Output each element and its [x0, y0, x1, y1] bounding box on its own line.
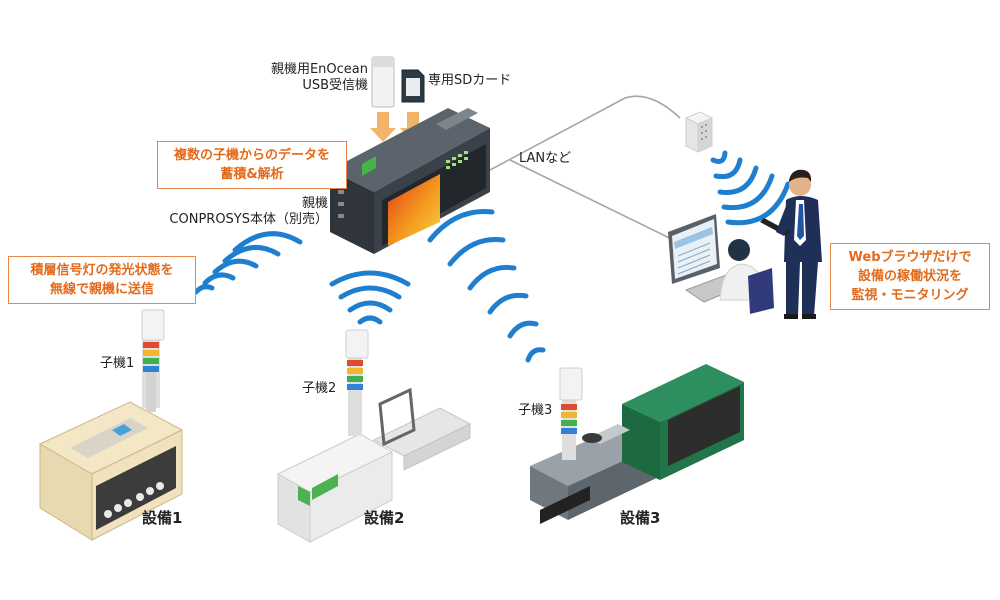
manager-with-tablet-icon [760, 169, 822, 319]
callout-transmit-line2: 無線で親機に送信 [49, 282, 154, 297]
callout-transmit-line1: 積層信号灯の発光状態を [30, 263, 174, 278]
equipment-3-label: 設備3 [620, 509, 661, 527]
signal-tower-child-3 [559, 367, 583, 460]
signal-tower-child-2 [345, 329, 369, 436]
equipment-1-icon [38, 401, 184, 541]
child-2-label: 子機2 [302, 381, 337, 396]
usb-receiver [371, 56, 395, 108]
master-label: 親機 CONPROSYS本体（別売） [169, 196, 328, 228]
child-1-label: 子機1 [100, 356, 135, 371]
callout-monitor-line3: 監視・モニタリング [851, 288, 969, 303]
receiver-label-line1: 親機用EnOcean [270, 62, 368, 77]
equipment-3-icon [530, 364, 744, 524]
callout-accumulate-line2: 蓄積&解析 [220, 167, 284, 182]
callout-monitor: Webブラウザだけで 設備の稼働状況を 監視・モニタリング [830, 243, 990, 310]
equipment-1-label: 設備1 [142, 509, 183, 527]
access-point-icon [684, 111, 714, 153]
operator-icon [719, 239, 774, 314]
master-unit-icon [330, 108, 490, 254]
lan-cable [474, 95, 691, 249]
wireless-waves-access-point [710, 150, 791, 226]
master-label-line2: CONPROSYS本体（別売） [169, 212, 328, 227]
callout-accumulate-line1: 複数の子機からのデータを [173, 148, 330, 163]
lan-label: LANなど [519, 151, 572, 166]
callout-transmit: 積層信号灯の発光状態を 無線で親機に送信 [8, 256, 196, 304]
equipment-2-label: 設備2 [364, 509, 405, 527]
wireless-waves-child2 [329, 270, 411, 325]
master-label-line1: 親機 [301, 196, 328, 211]
callout-accumulate: 複数の子機からのデータを 蓄積&解析 [157, 141, 347, 189]
wireless-waves-child3 [427, 209, 546, 363]
signal-tower-child-1 [141, 309, 165, 412]
receiver-label: 親機用EnOcean USB受信機 [268, 62, 368, 94]
wireless-waves-child1 [193, 231, 303, 295]
callout-monitor-line2: 設備の稼働状況を [857, 269, 962, 284]
sd-card-label: 専用SDカード [428, 73, 512, 88]
child-3-label: 子機3 [518, 403, 553, 418]
callout-monitor-line1: Webブラウザだけで [848, 250, 972, 265]
sd-card [401, 69, 425, 103]
pc-monitor-icon [668, 214, 754, 303]
equipment-2-icon [276, 387, 472, 543]
receiver-label-line2: USB受信機 [302, 78, 368, 93]
